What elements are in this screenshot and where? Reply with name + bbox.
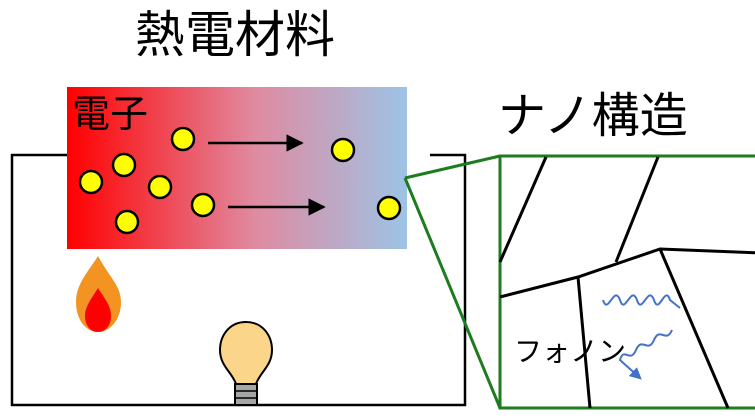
title-thermoelectric-material: 熱電材料 [135,6,335,64]
electron [147,174,173,200]
label-phonon: フォノン [514,335,627,368]
electron [78,169,104,195]
electrons [78,126,402,235]
zoom-lines [403,154,502,409]
grain-boundaries [498,156,755,409]
electron [114,209,140,235]
electron [376,195,402,221]
electron [330,137,356,163]
flame-icon [76,256,121,332]
electron [190,192,216,218]
phonon-wave-icon [602,294,681,378]
nanostructure-frame [498,154,755,410]
light-bulb-icon [218,320,274,406]
title-nanostructure: ナノ構造 [498,88,688,144]
label-electron: 電子 [72,92,149,136]
electron [170,126,196,152]
electron [111,152,137,178]
